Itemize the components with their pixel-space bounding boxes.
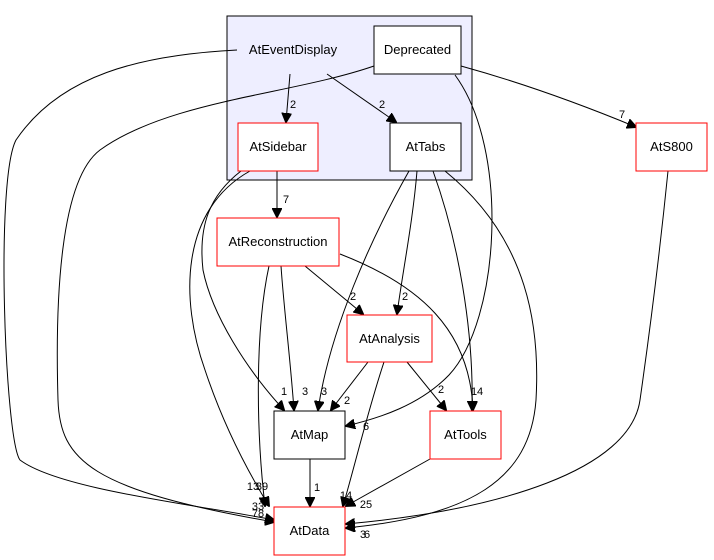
node-box [216, 217, 340, 267]
edge-labels: 2 2 7 7 2 2 1 3 3 2 6 2 1 4 1 14 25 13 3… [247, 99, 625, 541]
edge-attabs-atmap [318, 170, 410, 410]
edge-atreconstruction-attools [339, 253, 473, 410]
edge-label-attabs-atanalysis: 2 [402, 291, 408, 303]
edge-atreconstruction-atmap [280, 265, 294, 410]
edge-ateventdisplay-atdata [3, 49, 274, 520]
edge-label-atsidebar-atreconstruction: 7 [283, 194, 289, 206]
node-label: AtReconstruction [229, 234, 328, 249]
edge-label-ateventdisplay-atsidebar: 2 [290, 99, 296, 111]
edge-label-attabs-attools: 1 [471, 386, 477, 398]
edge-label-attools-atdata: 25 [360, 499, 372, 511]
edge-deprecated-atdata [56, 65, 375, 522]
node-box [273, 506, 346, 556]
node-label: AtSidebar [249, 139, 307, 154]
edge-deprecated-ats800 [460, 65, 636, 127]
edge-label-deprecated-atdata: 78 [252, 508, 264, 520]
edge-atanalysis-atmap [331, 361, 369, 410]
edge-label-attabs-atdata: 3 [360, 529, 366, 541]
edge-label-deprecated-ats800: 7 [619, 109, 625, 121]
edge-atanalysis-atdata [343, 361, 385, 506]
node-box [273, 410, 346, 460]
edge-ateventdisplay-attabs [326, 73, 396, 122]
node-atsidebar[interactable]: AtSidebar [237, 122, 319, 172]
edge-label-atsidebar-atdata: 13 [247, 481, 259, 493]
node-box [429, 410, 502, 460]
edge-attools-atdata [346, 458, 431, 506]
node-attools[interactable]: AtTools [429, 410, 502, 460]
node-label: AtMap [291, 427, 329, 442]
edge-label-atanalysis-attools: 2 [438, 384, 444, 396]
node-box [373, 25, 462, 75]
node-box [389, 122, 462, 172]
edge-label-attabs-atmap: 3 [321, 386, 327, 398]
edge-ats800-atdata [346, 170, 669, 524]
edges [3, 49, 669, 528]
edge-label-ateventdisplay-attabs: 2 [379, 99, 385, 111]
node-deprecated[interactable]: Deprecated [373, 25, 462, 75]
node-atmap[interactable]: AtMap [273, 410, 346, 460]
edge-label-deprecated-atmap: 6 [363, 421, 369, 433]
node-attabs[interactable]: AtTabs [389, 122, 462, 172]
edge-atanalysis-attools [406, 361, 446, 410]
edge-atsidebar-atmap [201, 170, 284, 410]
node-label: AtData [290, 523, 331, 538]
node-atreconstruction[interactable]: AtReconstruction [216, 217, 340, 267]
edge-atreconstruction-atanalysis [304, 265, 363, 314]
edge-attabs-attools [432, 170, 472, 410]
edge-ateventdisplay-atsidebar [286, 73, 290, 122]
edge-label-ateventdisplay-atdata: 33 [252, 501, 264, 513]
edge-label-atreconstruction-attools: 4 [477, 386, 483, 398]
edge-label-atreconstruction-atdata: 39 [256, 481, 268, 493]
edge-label-atsidebar-atmap: 1 [281, 386, 287, 398]
node-label: AtS800 [650, 139, 693, 154]
node-label: Deprecated [384, 42, 451, 57]
node-atdata[interactable]: AtData [273, 506, 346, 556]
edge-label-atreconstruction-atanalysis: 2 [350, 291, 356, 303]
edge-atsidebar-atdata [189, 170, 269, 506]
edge-label-atmap-atdata: 1 [314, 482, 320, 494]
node-label: AtTools [444, 427, 487, 442]
node-box [237, 122, 319, 172]
edge-attabs-atanalysis [397, 170, 418, 314]
node-label: AtTabs [406, 139, 446, 154]
node-box [635, 122, 708, 172]
node-box [346, 314, 433, 363]
node-ats800[interactable]: AtS800 [635, 122, 708, 172]
edge-label-atanalysis-atmap: 2 [344, 395, 350, 407]
node-label: AtAnalysis [359, 331, 420, 346]
node-atanalysis[interactable]: AtAnalysis [346, 314, 433, 363]
edge-label-ats800-atdata: 6 [364, 529, 370, 541]
edge-label-atreconstruction-atmap: 3 [302, 386, 308, 398]
edge-label-atanalysis-atdata: 14 [340, 490, 352, 502]
edge-atreconstruction-atdata [257, 265, 269, 506]
edge-attabs-atdata [346, 170, 538, 528]
cluster-title: AtEventDisplay [249, 42, 338, 57]
